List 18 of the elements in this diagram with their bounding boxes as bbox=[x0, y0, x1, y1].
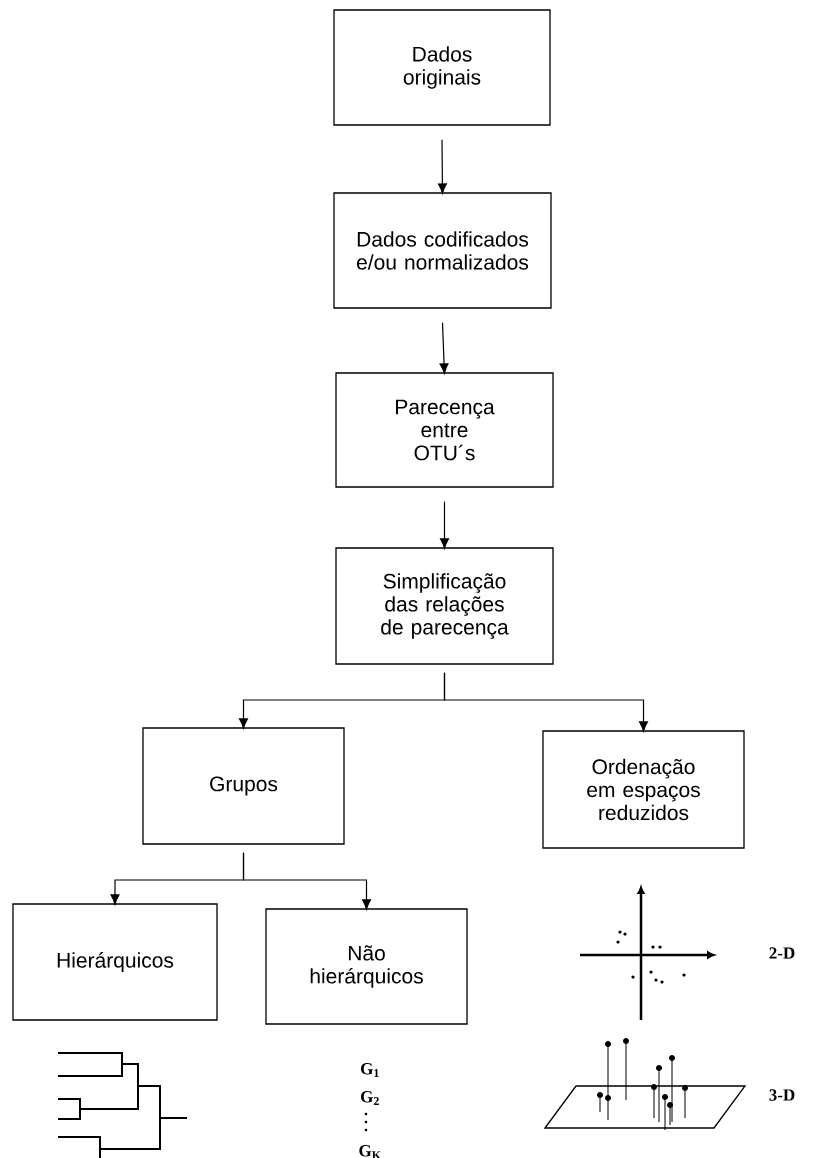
axis-label: G$_{1}$ bbox=[361, 1063, 379, 1077]
process-box: Dados originais bbox=[333, 9, 551, 126]
process-box: Dados codificados e/ou normalizados bbox=[333, 192, 552, 309]
arrow bbox=[443, 672, 648, 732]
arrow bbox=[440, 501, 449, 549]
arrow bbox=[439, 322, 449, 374]
process-box: Hierárquicos bbox=[12, 903, 218, 1021]
process-box: Grupos bbox=[142, 727, 345, 845]
process-box: Simplificação das relações de parecença bbox=[335, 547, 554, 665]
process-box: Ordenação em espaços reduzidos bbox=[542, 730, 745, 849]
axis-label: 2-D bbox=[769, 947, 795, 959]
process-box: Não hierárquicos bbox=[265, 908, 468, 1025]
axis-label: G$_{2}$ bbox=[361, 1091, 379, 1105]
arrow bbox=[437, 139, 447, 194]
axis-label: G$_{K}$ bbox=[359, 1145, 381, 1158]
arrow bbox=[242, 852, 371, 910]
axis-label: 3-D bbox=[769, 1089, 795, 1101]
process-box: Parecença entre OTU´s bbox=[335, 372, 554, 488]
